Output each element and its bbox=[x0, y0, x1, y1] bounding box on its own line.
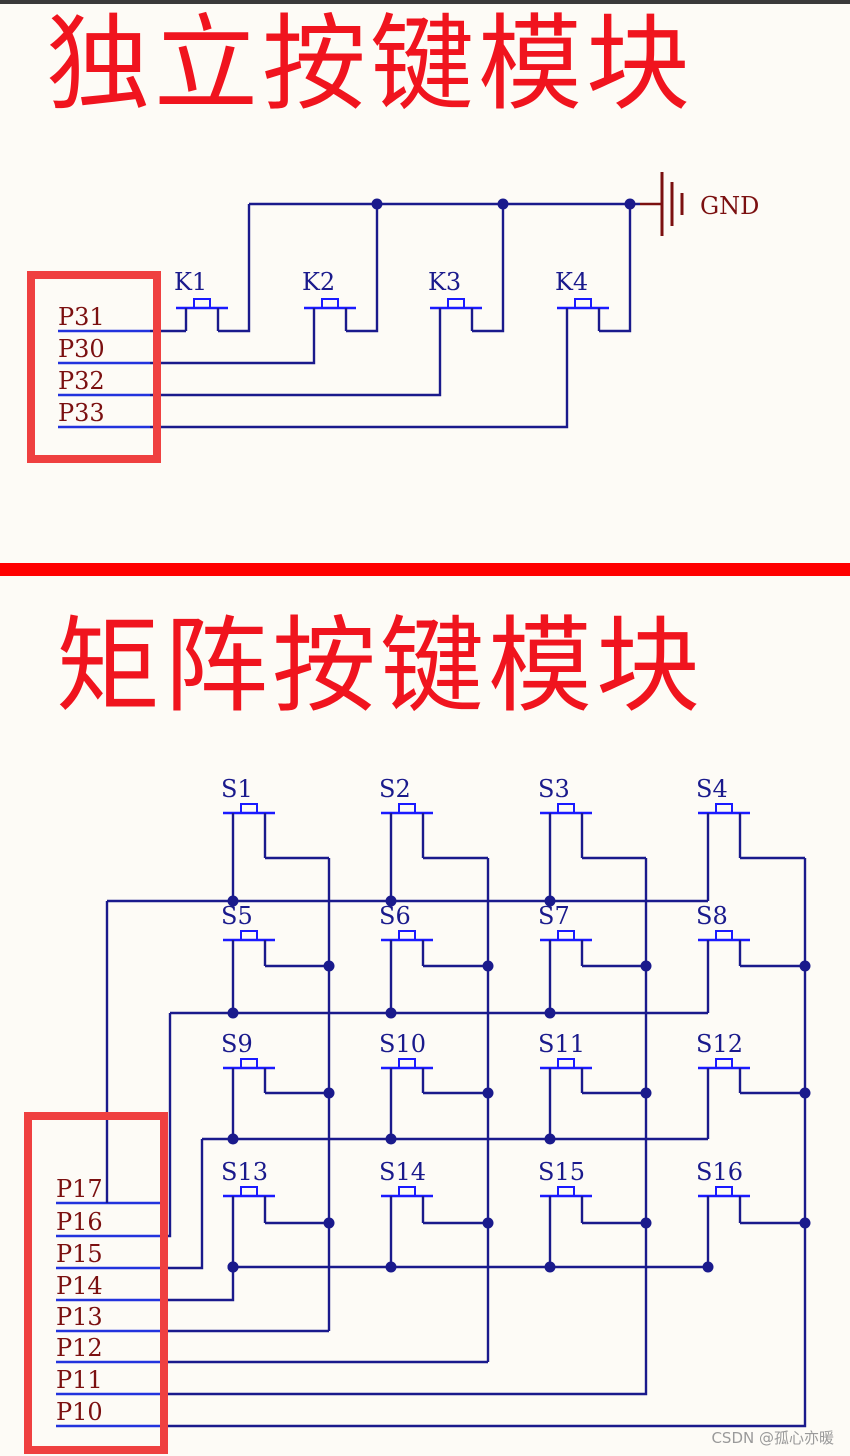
net-p14 bbox=[160, 1267, 235, 1302]
switch-label: K4 bbox=[555, 268, 588, 296]
net-p33 bbox=[150, 331, 569, 429]
junction-dot bbox=[385, 1261, 397, 1273]
switch-actuator bbox=[240, 1058, 258, 1069]
gnd-drop bbox=[218, 204, 251, 333]
section-divider bbox=[0, 563, 850, 576]
switch-label: S14 bbox=[379, 1158, 426, 1186]
switch-label: S15 bbox=[538, 1158, 585, 1186]
switch-actuator bbox=[398, 930, 416, 941]
switch-actuator bbox=[240, 803, 258, 814]
switch-actuator bbox=[715, 1058, 733, 1069]
switch-label: S9 bbox=[221, 1030, 253, 1058]
pin-label: P31 bbox=[58, 303, 105, 331]
switch-label: S16 bbox=[696, 1158, 743, 1186]
junction-dot bbox=[544, 1261, 556, 1273]
pin-label: P30 bbox=[58, 335, 105, 363]
switch-label: S5 bbox=[221, 902, 253, 930]
pin-label: P15 bbox=[56, 1240, 103, 1268]
switch-actuator bbox=[398, 1058, 416, 1069]
pin-label: P32 bbox=[58, 367, 105, 395]
junction-dot bbox=[702, 1261, 714, 1273]
switch-actuator bbox=[557, 930, 575, 941]
switch-label: S10 bbox=[379, 1030, 426, 1058]
switch-label: S6 bbox=[379, 902, 411, 930]
switch-actuator bbox=[240, 930, 258, 941]
pin-label: P14 bbox=[56, 1272, 103, 1300]
pin-label: P11 bbox=[56, 1366, 103, 1394]
switch-actuator bbox=[240, 1186, 258, 1197]
junction-dot bbox=[227, 895, 239, 907]
switch-label: S1 bbox=[221, 775, 253, 803]
junction-dot bbox=[385, 1007, 397, 1019]
junction-dot bbox=[385, 1133, 397, 1145]
junction-dot bbox=[227, 1133, 239, 1145]
net-p11 bbox=[160, 1392, 648, 1396]
switch-actuator bbox=[557, 1186, 575, 1197]
junction-dot bbox=[624, 198, 636, 210]
net-p10 bbox=[160, 1424, 807, 1428]
pin-label: P16 bbox=[56, 1208, 103, 1236]
independent-key-title: 独立按键模块 bbox=[46, 3, 695, 125]
junction-dot bbox=[544, 1007, 556, 1019]
pin-highlight-box bbox=[24, 1112, 168, 1454]
junction-dot bbox=[371, 198, 383, 210]
pin-label: P10 bbox=[56, 1398, 103, 1426]
pin-highlight-box bbox=[27, 271, 161, 463]
switch-label: S7 bbox=[538, 902, 570, 930]
switch-label: S13 bbox=[221, 1158, 268, 1186]
switch-label: S12 bbox=[696, 1030, 743, 1058]
switch-actuator bbox=[557, 803, 575, 814]
junction-dot bbox=[497, 198, 509, 210]
switch-label: K1 bbox=[174, 268, 207, 296]
junction-dot bbox=[385, 895, 397, 907]
switch-actuator bbox=[557, 1058, 575, 1069]
switch-label: S3 bbox=[538, 775, 570, 803]
switch-label: S2 bbox=[379, 775, 411, 803]
switch-actuator bbox=[398, 803, 416, 814]
gnd-label: GND bbox=[700, 192, 759, 220]
junction-dot bbox=[544, 895, 556, 907]
pin-label: P13 bbox=[56, 1303, 103, 1331]
top-border bbox=[0, 0, 850, 4]
switch-actuator bbox=[574, 298, 592, 309]
net-p15 bbox=[160, 1139, 204, 1270]
watermark: CSDN @孤心亦暖 bbox=[711, 1429, 834, 1447]
switch-actuator bbox=[193, 298, 211, 309]
switch-label: K3 bbox=[428, 268, 461, 296]
gnd-drop bbox=[599, 204, 632, 333]
gnd-drop bbox=[472, 204, 505, 333]
switch-actuator bbox=[715, 803, 733, 814]
net-p30 bbox=[150, 331, 316, 365]
switch-actuator bbox=[715, 1186, 733, 1197]
junction-dot bbox=[544, 1133, 556, 1145]
pin-label: P12 bbox=[56, 1334, 103, 1362]
switch-label: S4 bbox=[696, 775, 728, 803]
switch-label: K2 bbox=[302, 268, 335, 296]
gnd-drop bbox=[346, 204, 379, 333]
switch-actuator bbox=[447, 298, 465, 309]
junction-dot bbox=[227, 1007, 239, 1019]
pin-label: P17 bbox=[56, 1175, 103, 1203]
net-p32 bbox=[150, 331, 442, 397]
switch-actuator bbox=[715, 930, 733, 941]
pin-label: P33 bbox=[58, 399, 105, 427]
junction-dot bbox=[227, 1261, 239, 1273]
switch-label: S8 bbox=[696, 902, 728, 930]
switch-label: S11 bbox=[538, 1030, 585, 1058]
matrix-key-title: 矩阵按键模块 bbox=[56, 605, 705, 727]
switch-actuator bbox=[398, 1186, 416, 1197]
switch-actuator bbox=[321, 298, 339, 309]
